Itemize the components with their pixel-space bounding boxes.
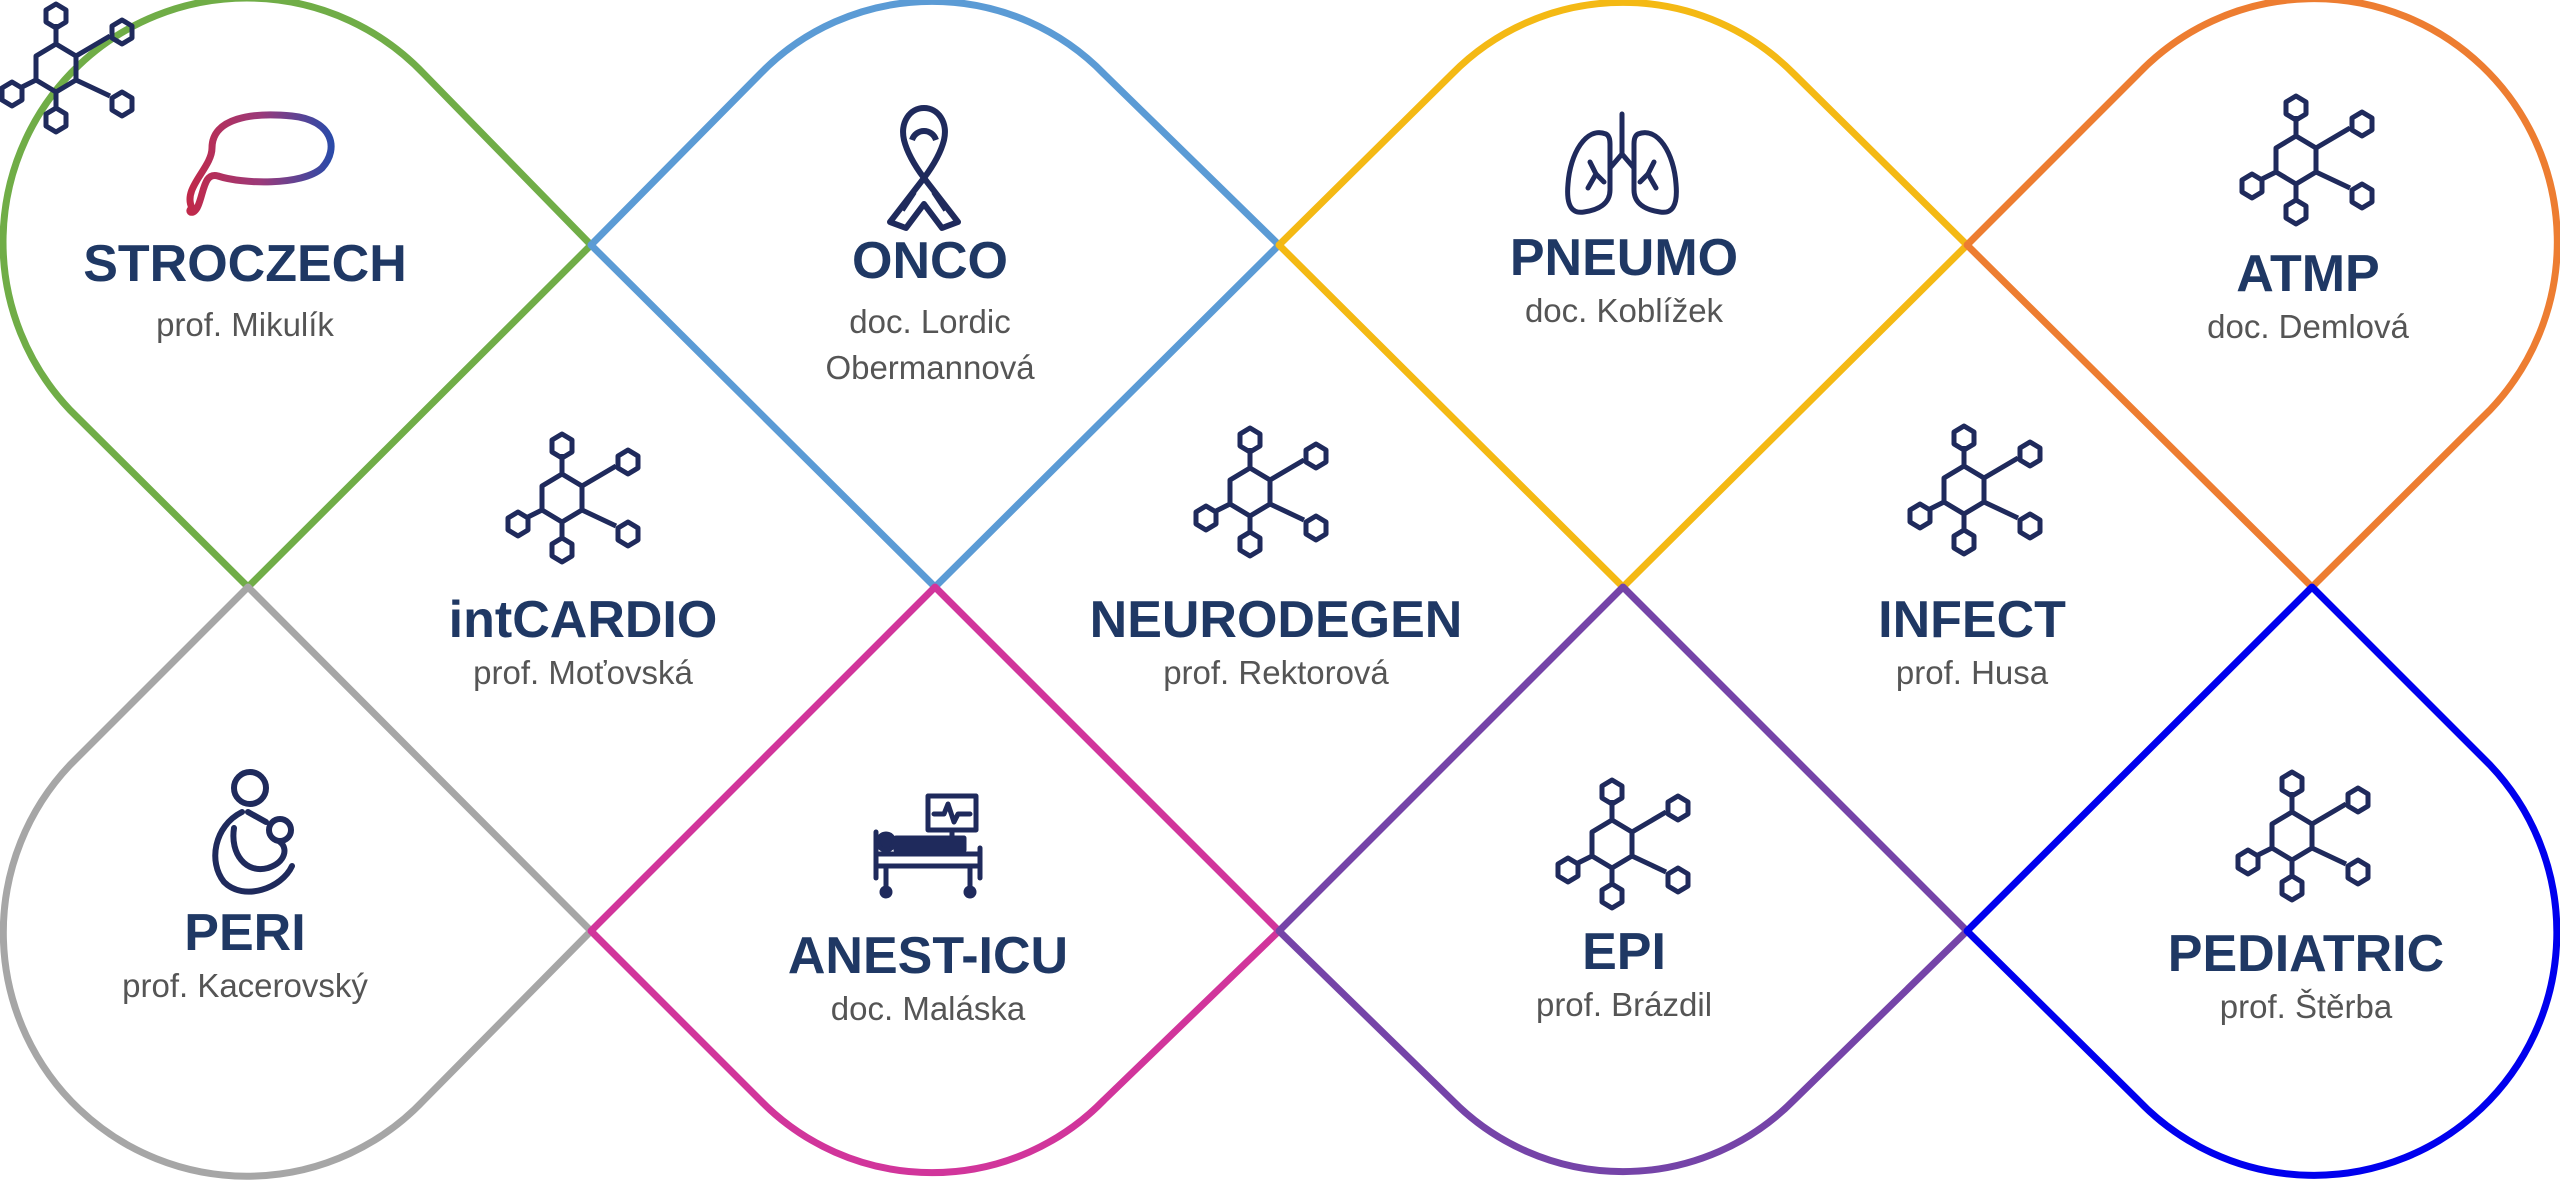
atmp-outline — [1963, 0, 2560, 591]
yellow-diagonal-up — [1619, 241, 1971, 591]
stroke-loop-icon — [186, 111, 335, 216]
program-epi: EPI prof. Brázdil — [1536, 926, 1712, 1028]
blue-diagonal-down — [587, 241, 939, 591]
program-lead: prof. Rektorová — [1163, 654, 1389, 691]
pediatric-molecule-icon — [2238, 772, 2368, 900]
epi-molecule-icon — [1558, 780, 1688, 908]
stroczech-outline — [0, 0, 595, 591]
program-pneumo: PNEUMO doc. Koblížek — [1510, 232, 1738, 334]
program-infect: INFECT prof. Husa — [1878, 594, 2066, 696]
program-lead: doc. Koblížek — [1524, 292, 1724, 329]
green-diagonal — [244, 241, 595, 591]
program-anest-icu: ANEST-ICU doc. Maláska — [788, 930, 1068, 1032]
program-title: PEDIATRIC — [2167, 925, 2445, 983]
mother-child-icon — [212, 769, 295, 895]
hospital-bed-icon — [873, 793, 983, 899]
program-peri: PERI prof. Kacerovský — [122, 907, 368, 1009]
program-onco: ONCO doc. Lordic Obermannová — [825, 235, 1034, 391]
program-title: STROCZECH — [83, 235, 407, 293]
program-title: ATMP — [2236, 245, 2380, 303]
peri-outline — [0, 583, 595, 1180]
program-lead: prof. Brázdil — [1535, 986, 1713, 1023]
program-lead: doc. Maláska — [830, 990, 1026, 1027]
program-lead-line2: Obermannová — [825, 349, 1035, 386]
blue-diagonal-up — [931, 241, 1283, 591]
program-intcardio: intCARDIO prof. Moťovská — [449, 594, 718, 696]
program-lead: doc. Lordic — [849, 303, 1011, 340]
ribbon-icon — [887, 105, 961, 231]
program-lead: prof. Moťovská — [473, 654, 693, 691]
lungs-icon — [1565, 111, 1679, 215]
program-lead: prof. Husa — [1895, 654, 2049, 691]
neurodegen-molecule-icon — [1196, 428, 1326, 556]
program-title: ONCO — [852, 232, 1008, 290]
intcardio-molecule-icon — [508, 434, 638, 562]
yellow-diagonal-down — [1275, 241, 1627, 591]
pneumo-outline — [1275, 0, 1971, 249]
program-title: EPI — [1582, 923, 1666, 981]
program-pediatric: PEDIATRIC prof. Štěrba — [2168, 928, 2444, 1030]
infect-molecule-icon — [1910, 426, 2040, 554]
program-title: ANEST-ICU — [787, 927, 1069, 985]
program-title: PNEUMO — [1509, 229, 1739, 287]
program-title: INFECT — [1878, 591, 2066, 649]
onco-outline — [587, 0, 1283, 249]
program-stroczech: STROCZECH prof. Mikulík — [83, 238, 407, 348]
program-title: NEURODEGEN — [1089, 591, 1463, 649]
atmp-molecule-icon — [2242, 96, 2372, 224]
program-title: intCARDIO — [448, 591, 718, 649]
program-lead: prof. Štěrba — [2219, 988, 2393, 1025]
program-lead: prof. Mikulík — [156, 306, 334, 343]
program-neurodegen: NEURODEGEN prof. Rektorová — [1090, 594, 1463, 696]
program-lead: doc. Demlová — [2207, 308, 2409, 345]
orange-diagonal — [1963, 241, 2316, 591]
anest-icu-outline — [587, 583, 1283, 1177]
pediatric-outline — [1963, 583, 2560, 1179]
epi-outline — [1275, 583, 1971, 1176]
program-lead: prof. Kacerovský — [122, 967, 368, 1004]
program-title: PERI — [184, 904, 306, 962]
molecule-icon — [0, 1, 135, 135]
program-atmp: ATMP doc. Demlová — [2207, 248, 2409, 350]
